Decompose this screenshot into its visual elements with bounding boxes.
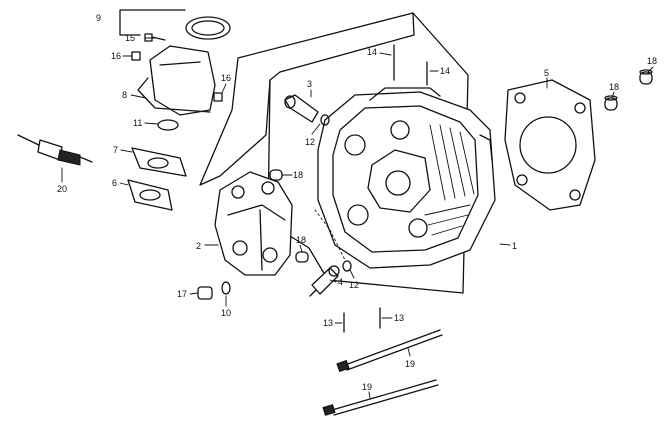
callout-5: 5 (544, 68, 549, 78)
dowel-18-left-bottom (295, 251, 309, 263)
cam-holder-part (214, 171, 293, 276)
callout-19-lower: 19 (362, 382, 372, 392)
intake-pipe-part (137, 45, 216, 116)
callout-13-left: 13 (323, 318, 333, 328)
callout-9: 9 (96, 13, 101, 23)
valve-part-3 (284, 94, 319, 123)
gasket-part-7 (131, 147, 187, 177)
callout-1: 1 (512, 241, 517, 251)
o-ring-part-11 (157, 119, 179, 131)
callout-10: 10 (221, 308, 231, 318)
callout-7: 7 (113, 145, 118, 155)
dowel-18-right-top (639, 69, 653, 85)
callout-12-top: 12 (305, 137, 315, 147)
dowel-18-left-top (269, 169, 283, 181)
dowel-18-right-mid (604, 95, 618, 111)
leader-lines (61, 37, 654, 399)
callout-11: 11 (133, 118, 142, 128)
callout-14-right: 14 (440, 66, 450, 76)
intake-group-outline (199, 12, 414, 186)
spark-plug-part (17, 134, 93, 166)
callout-15: 15 (125, 33, 135, 43)
washer-part-10 (221, 281, 231, 295)
gasket-part-6 (127, 179, 173, 211)
cap-nut-part-17 (197, 286, 213, 300)
bolt-19-upper (336, 329, 443, 373)
callout-18-right-mid: 18 (609, 82, 619, 92)
screw-part-15 (144, 33, 166, 42)
callout-12-bottom: 12 (349, 280, 359, 290)
nut-16-left (131, 51, 141, 61)
callout-16-left: 16 (111, 51, 121, 61)
washer-12-top (320, 114, 330, 126)
callout-18-left-top: 18 (293, 170, 303, 180)
callout-19-upper: 19 (405, 359, 415, 369)
callout-4: 4 (338, 277, 343, 287)
callout-6: 6 (112, 178, 117, 188)
callout-17: 17 (177, 289, 187, 299)
callout-2: 2 (196, 241, 201, 251)
callout-18-right-top: 18 (647, 56, 657, 66)
nut-16-right (213, 92, 223, 102)
callout-20: 20 (57, 184, 67, 194)
clamp-part-9 (119, 9, 231, 40)
callout-3: 3 (307, 79, 312, 89)
callout-14-left: 14 (367, 47, 377, 57)
cylinder-head-part (317, 87, 496, 269)
callout-13-right: 13 (394, 313, 404, 323)
bolt-19-lower (322, 379, 439, 416)
head-gasket-part (504, 79, 596, 211)
washer-12-bottom (342, 260, 352, 272)
valve-part-4 (309, 265, 340, 297)
callout-18-left-bottom: 18 (296, 235, 306, 245)
callout-8: 8 (122, 90, 127, 100)
callout-16-right: 16 (221, 73, 231, 83)
